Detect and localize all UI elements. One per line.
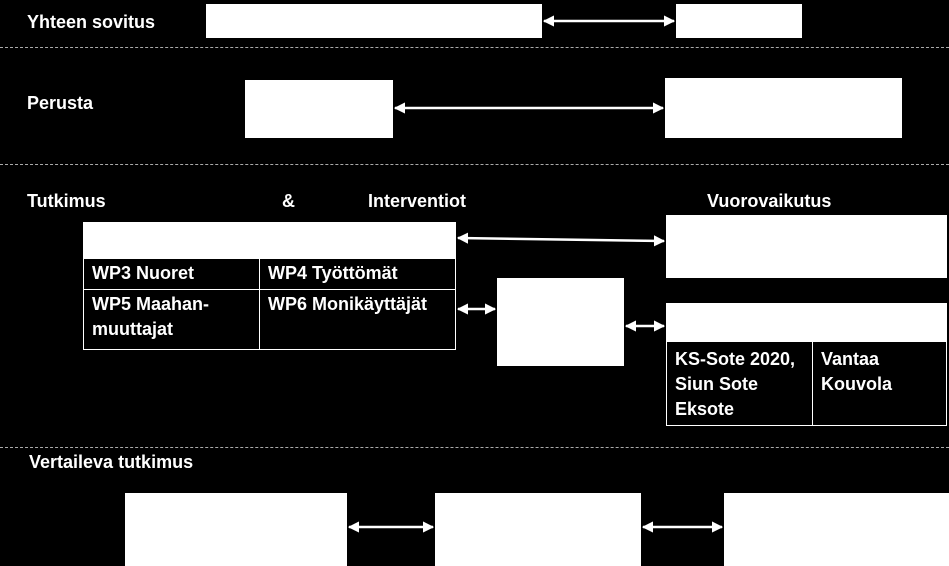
foundation-box-right bbox=[665, 78, 902, 138]
comparative-box-2 bbox=[435, 493, 641, 566]
wp4-cell: WP4 Työttömät bbox=[259, 258, 456, 290]
section-label-ampersand: & bbox=[282, 191, 295, 211]
coordination-box-right bbox=[676, 4, 802, 38]
region-cell-right: Vantaa Kouvola bbox=[812, 341, 947, 426]
interaction-box-top bbox=[666, 215, 947, 278]
wp3-cell: WP3 Nuoret bbox=[83, 258, 260, 290]
interaction-box-header bbox=[666, 303, 947, 341]
wp5-cell: WP5 Maahan- muuttajat bbox=[83, 289, 260, 350]
comparative-box-3 bbox=[724, 493, 949, 566]
research-header-box bbox=[83, 222, 456, 258]
section-label-interaction: Vuorovaikutus bbox=[707, 191, 832, 211]
intervention-box bbox=[497, 278, 624, 366]
coordination-box-left bbox=[206, 4, 542, 38]
double-arrow bbox=[456, 232, 666, 247]
section-divider bbox=[0, 47, 949, 48]
wp6-cell: WP6 Monikäyttäjät bbox=[259, 289, 456, 350]
section-label-interventions: Interventiot bbox=[368, 191, 467, 211]
foundation-box-left bbox=[245, 80, 393, 138]
region-cell-left: KS-Sote 2020, Siun Sote Eksote bbox=[666, 341, 813, 426]
comparative-box-1 bbox=[125, 493, 347, 566]
section-divider bbox=[0, 164, 949, 165]
section-label-foundation: Perusta bbox=[27, 93, 94, 113]
section-label-research: Tutkimus bbox=[27, 191, 106, 211]
section-label-comparative: Vertaileva tutkimus bbox=[29, 452, 194, 472]
section-label-coordination: Yhteen sovitus bbox=[27, 12, 156, 32]
section-divider bbox=[0, 447, 949, 448]
